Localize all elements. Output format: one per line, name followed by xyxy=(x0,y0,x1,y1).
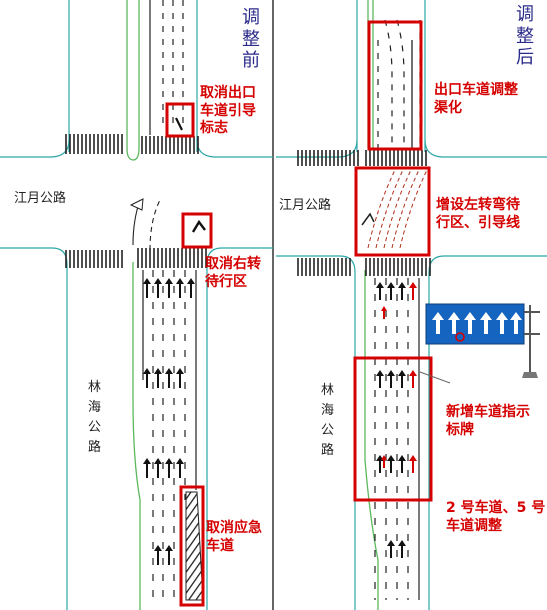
after-cross-road-label: 江月公路 xyxy=(279,198,332,213)
note-add-left-wait: 增设左转弯待 行区、引导线 xyxy=(436,197,520,231)
box-add-left-wait xyxy=(354,166,431,257)
before-cross-road-label: 江月公路 xyxy=(14,191,67,206)
box-exit-channelize xyxy=(367,20,423,151)
before-title: 调整前 xyxy=(242,7,260,72)
before-panel-roads xyxy=(0,0,273,610)
note-remove-emergency: 取消应急 车道 xyxy=(206,520,262,554)
lane-indication-sign xyxy=(425,303,540,378)
box-new-sign-lanes xyxy=(353,356,433,502)
note-new-sign: 新增车道指示 标牌 xyxy=(446,404,530,438)
box-remove-emergency xyxy=(179,485,205,607)
box-remove-guide-sign xyxy=(165,102,195,138)
note-lane-adjust: 2 号车道、5 号 车道调整 xyxy=(446,500,546,534)
box-remove-right-wait xyxy=(181,212,213,249)
note-remove-right-wait: 取消右转 待行区 xyxy=(205,256,261,290)
after-main-road-label: 林海公路 xyxy=(321,383,335,459)
note-remove-guide-sign: 取消出口 车道引导 标志 xyxy=(200,85,256,136)
after-title: 调整后 xyxy=(516,4,534,69)
before-main-road-label: 林海公路 xyxy=(88,380,102,456)
note-exit-channelize: 出口车道调整 渠化 xyxy=(434,82,518,116)
